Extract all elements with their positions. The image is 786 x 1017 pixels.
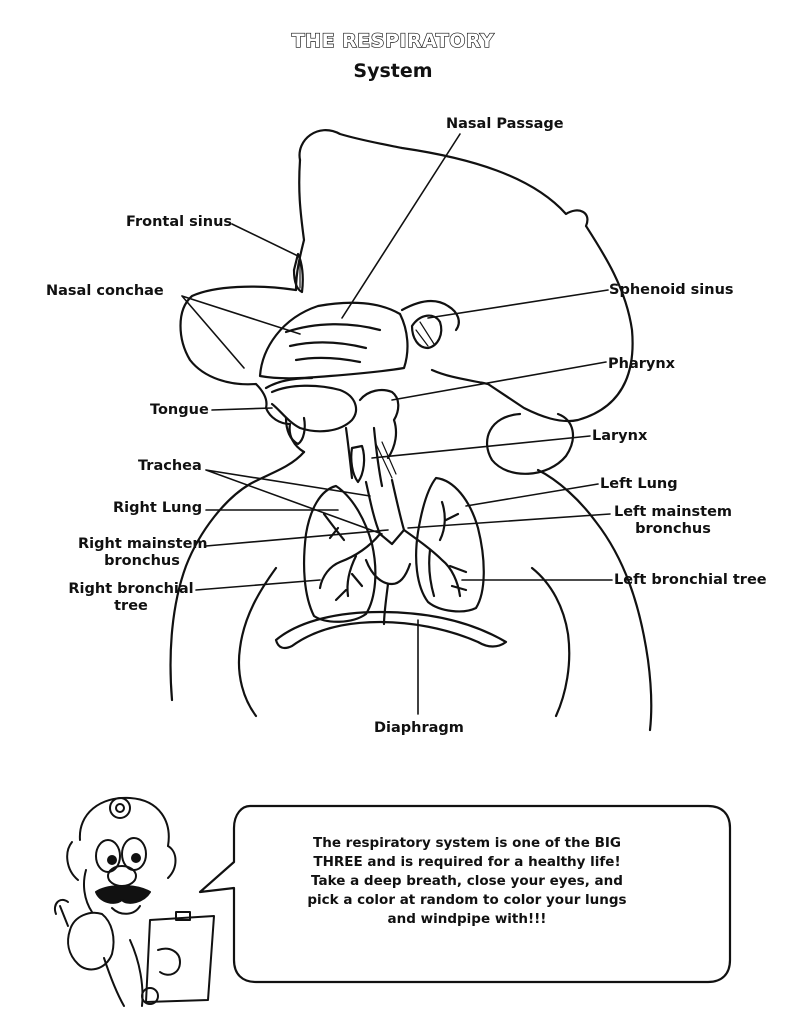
label-right-mainstem-line2: bronchus [104,553,180,569]
right-mainstem-leader [205,529,389,547]
speech-bubble [198,804,732,984]
label-right-bronchial-line1: Right bronchial [68,581,194,597]
larynx-leader [371,435,591,459]
nasal-cavity [258,301,409,380]
bronchial-tree-right [318,512,382,602]
label-right-lung: Right Lung [113,500,203,516]
left-lung-shape [415,476,485,613]
label-right-bronchial-line2: tree [114,598,148,614]
pharynx-leader [391,361,607,401]
bubble-line: Take a deep breath, close your eyes, and [311,873,623,889]
bubble-line: pick a color at random to color your lun… [307,892,627,908]
diaphragm-shape [274,610,508,650]
label-larynx: Larynx [592,428,648,444]
trachea-leader [205,469,383,535]
right-bronchial-leader [195,579,321,591]
label-frontal-sinus: Frontal sinus [126,214,233,230]
right-lung-shape [302,484,377,623]
pharynx-shape [358,389,400,460]
label-nasal-conchae: Nasal conchae [46,283,164,299]
label-left-mainstem: Left mainstem bronchus [608,504,738,538]
bubble-line: and windpipe with!!! [387,911,547,927]
page-title: THE RESPIRATORY [291,29,495,52]
frontal-sinus-leader [231,223,299,257]
label-pharynx: Pharynx [608,356,676,372]
label-trachea: Trachea [138,458,202,474]
label-tongue: Tongue [150,402,209,418]
ear-shape [486,412,575,475]
label-left-mainstem-line2: bronchus [635,521,711,537]
torso-outline [169,450,306,702]
page-subtitle: System [353,60,433,82]
label-left-bronchial-tree: Left bronchial tree [614,572,767,588]
larynx-shape [350,444,366,484]
tongue-leader [211,407,273,411]
label-right-mainstem-line1: Right mainstem [78,536,208,552]
label-left-lung: Left Lung [600,476,678,492]
leader-lines [181,133,613,715]
frontal-sinus-shape [292,252,304,294]
speech-bubble-text: The respiratory system is one of the BIG… [252,834,682,929]
bubble-line: THREE and is required for a healthy life… [313,854,621,870]
label-right-bronchial: Right bronchial tree [66,581,196,615]
label-sphenoid-sinus: Sphenoid sinus [609,282,734,298]
doctor-cartoon-icon [54,796,215,1007]
left-mainstem-leader [407,513,611,529]
face-outline [179,285,306,454]
tongue-shape [270,384,358,433]
label-left-mainstem-line1: Left mainstem [613,504,733,520]
head-outline [298,129,634,423]
nasal-conchae-leader [181,295,301,369]
label-nasal-passage: Nasal Passage [446,116,564,132]
label-diaphragm: Diaphragm [374,720,464,736]
sphenoid-sinus-shape [410,314,443,350]
nasal-passage-leader [341,133,461,319]
bubble-line: The respiratory system is one of the BIG [313,835,621,851]
bronchial-tree-left [402,500,468,598]
label-right-mainstem: Right mainstem bronchus [78,536,208,570]
sphenoid-sinus-leader [427,289,609,319]
trachea-shape [364,478,406,536]
left-lung-leader [465,483,599,507]
